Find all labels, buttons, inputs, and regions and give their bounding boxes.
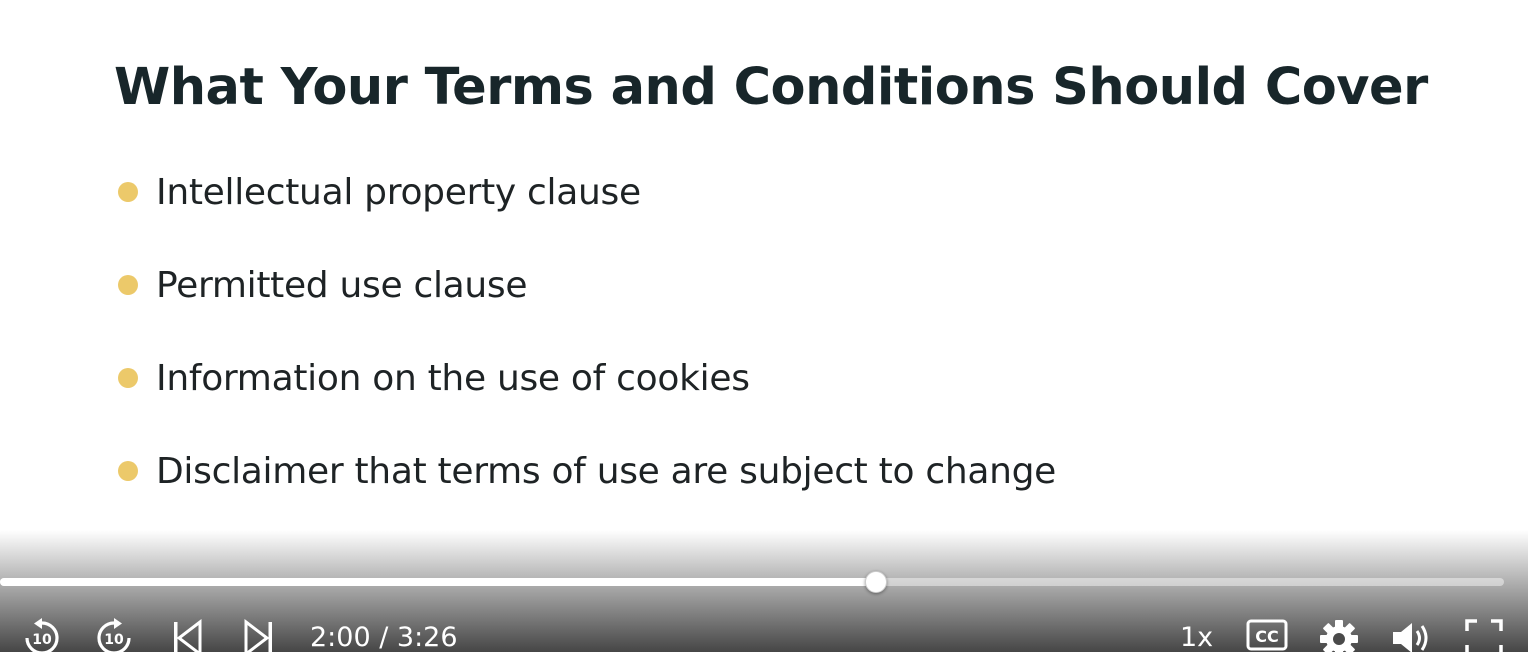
bullet-dot [118,368,138,388]
fullscreen-icon[interactable] [1464,618,1504,652]
skip-previous-icon[interactable] [172,618,204,652]
bullet-dot [118,461,138,481]
svg-text:10: 10 [32,632,52,648]
list-item: Permitted use clause [118,259,1056,311]
list-item: Information on the use of cookies [118,352,1056,404]
volume-icon[interactable] [1390,618,1434,652]
forward-10-icon[interactable]: 10 [94,618,134,652]
controls-overlay [0,530,1528,652]
svg-text:10: 10 [104,632,124,648]
bullet-dot [118,182,138,202]
list-item: Intellectual property clause [118,166,1056,218]
closed-captions-icon[interactable]: CC [1246,618,1288,652]
gear-icon[interactable] [1318,618,1360,652]
list-item: Disclaimer that terms of use are subject… [118,445,1056,497]
rewind-10-icon[interactable]: 10 [22,618,62,652]
progress-bar[interactable] [0,571,1504,593]
bullet-text: Disclaimer that terms of use are subject… [156,450,1057,492]
skip-next-icon[interactable] [242,618,274,652]
slide-title: What Your Terms and Conditions Should Co… [114,58,1428,117]
bullet-text: Permitted use clause [156,264,528,306]
playback-speed-button[interactable]: 1x [1180,622,1214,652]
bullet-dot [118,275,138,295]
bullet-text: Intellectual property clause [156,171,641,213]
progress-scrubber[interactable] [865,571,888,593]
svg-text:CC: CC [1255,627,1278,646]
progress-fill [0,578,877,586]
bullet-list: Intellectual property clause Permitted u… [118,166,1056,538]
bullet-text: Information on the use of cookies [156,357,750,399]
time-display: 2:00 / 3:26 [310,622,458,652]
control-bar: 10 10 2:00 / 3:26 1x [0,610,1528,652]
